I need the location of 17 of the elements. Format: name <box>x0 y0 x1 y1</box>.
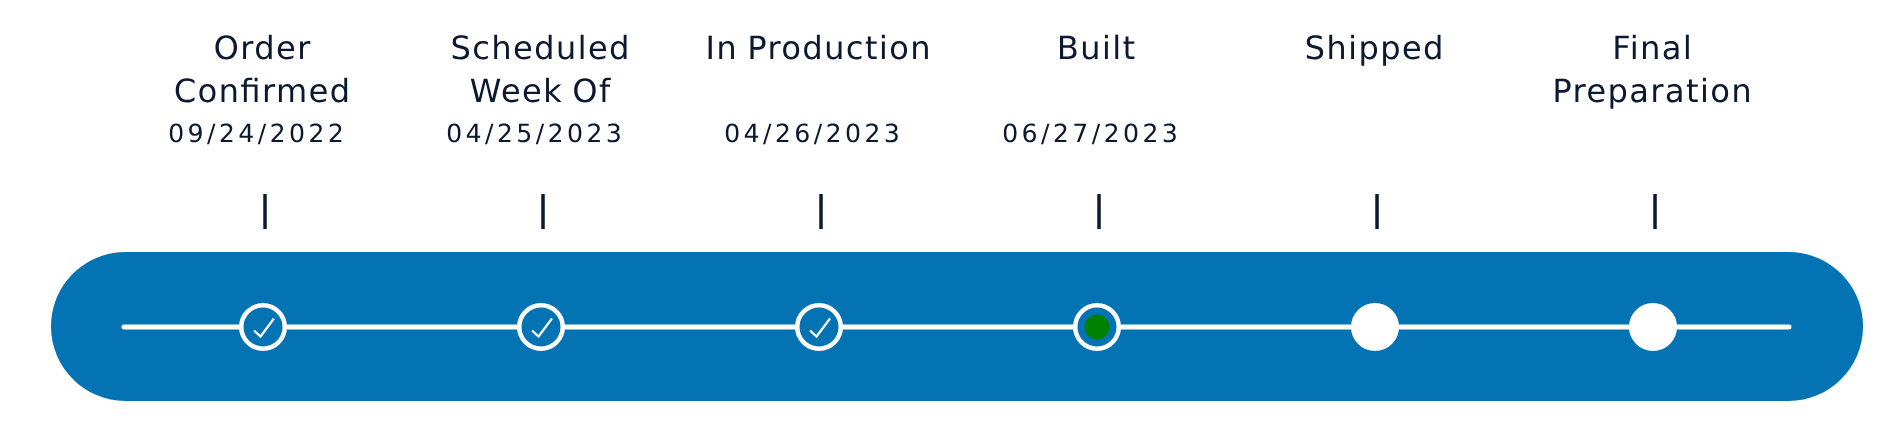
track-line <box>1118 324 1354 330</box>
track-line <box>840 324 1076 330</box>
track-line <box>1396 324 1632 330</box>
step-title: Final Preparation <box>1555 34 1749 109</box>
track-line <box>284 324 520 330</box>
step-title: Order Confirmed <box>175 34 348 103</box>
track-line <box>1674 324 1792 330</box>
date-label: 09/24/2022 <box>169 123 342 145</box>
track-line <box>121 324 242 330</box>
step-title: Scheduled Week Of <box>452 34 627 103</box>
step-title: Shipped <box>1306 34 1441 66</box>
step-title: In Production <box>708 34 928 60</box>
date-label: 06/27/2023 <box>1003 123 1176 145</box>
track-line <box>562 324 798 330</box>
date-label: 04/25/2023 <box>447 123 620 145</box>
date-label: 04/26/2023 <box>725 123 898 145</box>
step-title: Built <box>1060 34 1135 60</box>
